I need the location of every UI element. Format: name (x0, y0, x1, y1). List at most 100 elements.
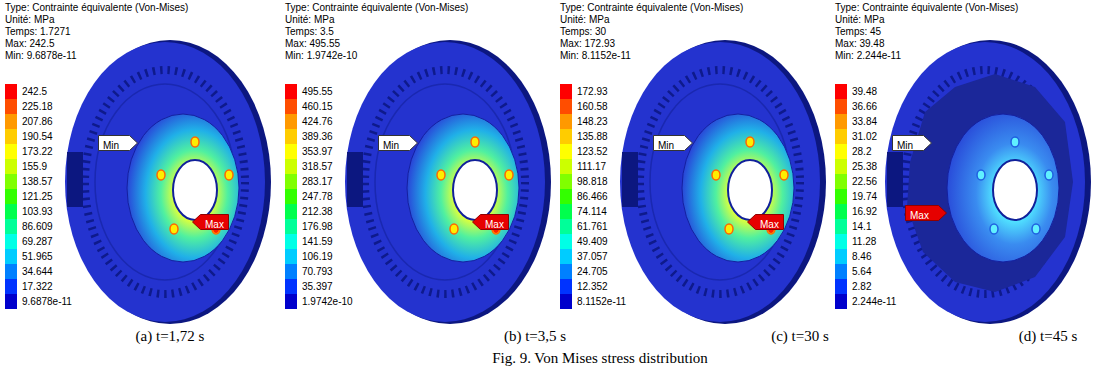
legend-value: 212.38 (302, 204, 333, 219)
legend-row: 35.397 (285, 279, 333, 294)
legend-row: 190.54 (5, 129, 53, 144)
result-header-line: Type: Contrainte équivalente (Von-Mises) (835, 2, 1018, 14)
legend-row: 36.66 (835, 99, 877, 114)
legend-value: 16.92 (852, 204, 877, 219)
legend-value: 69.287 (22, 234, 53, 249)
legend-swatch (835, 84, 847, 99)
legend-row: 148.23 (560, 114, 608, 129)
legend-swatch (560, 174, 572, 189)
legend-swatch (835, 234, 847, 249)
legend-row: 172.93 (560, 84, 608, 99)
legend-swatch (835, 99, 847, 114)
legend-row: 8.46 (835, 249, 871, 264)
legend-row: 33.84 (835, 114, 877, 129)
legend-swatch (285, 279, 297, 294)
legend-row: 24.705 (560, 264, 608, 279)
legend-swatch (560, 294, 572, 309)
marker-label: Max (472, 217, 504, 233)
legend-row: 212.38 (285, 204, 333, 219)
result-header-line: Min: 2.244e-11 (835, 50, 901, 62)
legend-swatch (5, 279, 17, 294)
legend-swatch (560, 204, 572, 219)
legend-swatch (5, 264, 17, 279)
legend-row: 17.322 (5, 279, 53, 294)
legend-swatch (285, 264, 297, 279)
result-header-line: Type: Contrainte équivalente (Von-Mises) (5, 2, 188, 14)
legend-swatch (285, 249, 297, 264)
result-header-line: Min: 9.6878e-11 (5, 50, 77, 62)
legend-swatch (835, 294, 847, 309)
marker-label: Max (192, 217, 224, 233)
legend-value: 86.609 (22, 219, 53, 234)
legend-value: 98.818 (577, 174, 608, 189)
legend-value: 37.057 (577, 249, 608, 264)
legend-value: 12.352 (577, 279, 608, 294)
legend-value: 39.48 (852, 84, 877, 99)
legend-swatch (5, 144, 17, 159)
legend-row: 25.38 (835, 159, 877, 174)
legend-row: 2.244e-11 (835, 294, 896, 309)
legend-value: 34.644 (22, 264, 53, 279)
legend-row: 69.287 (5, 234, 53, 249)
legend-swatch (560, 279, 572, 294)
legend-swatch (5, 294, 17, 309)
legend-value: 2.82 (852, 279, 871, 294)
legend-row: 49.409 (560, 234, 608, 249)
result-header-line: Max: 39.48 (835, 38, 884, 50)
max-marker-flag: Max (472, 214, 509, 230)
min-marker-flag: Min (378, 135, 418, 151)
legend-value: 135.88 (577, 129, 608, 144)
legend-swatch (835, 174, 847, 189)
legend-swatch (835, 129, 847, 144)
legend-row: 460.15 (285, 99, 333, 114)
legend-value: 8.46 (852, 249, 871, 264)
legend-swatch (5, 129, 17, 144)
legend-row: 31.02 (835, 129, 877, 144)
legend-row: 123.52 (560, 144, 608, 159)
legend-value: 353.97 (302, 144, 333, 159)
result-header-line: Max: 242.5 (5, 38, 54, 50)
result-header-line: Type: Contrainte équivalente (Von-Mises) (560, 2, 743, 14)
legend-row: 247.78 (285, 189, 333, 204)
legend-row: 389.36 (285, 129, 333, 144)
legend-value: 19.74 (852, 189, 877, 204)
subfigure-caption: (d) t=45 s (1019, 327, 1077, 345)
legend-swatch (285, 174, 297, 189)
legend-value: 28.2 (852, 144, 871, 159)
legend-row: 207.86 (5, 114, 53, 129)
legend-swatch (560, 159, 572, 174)
legend-swatch (835, 114, 847, 129)
marker-label: Min (653, 138, 674, 154)
legend-swatch (5, 249, 17, 264)
legend-swatch (5, 189, 17, 204)
legend-swatch (560, 144, 572, 159)
legend-value: 138.57 (22, 174, 53, 189)
legend-value: 173.22 (22, 144, 53, 159)
legend-swatch (285, 114, 297, 129)
legend-swatch (5, 114, 17, 129)
legend-row: 14.1 (835, 219, 871, 234)
legend-row: 98.818 (560, 174, 608, 189)
legend-value: 49.409 (577, 234, 608, 249)
legend-value: 14.1 (852, 219, 871, 234)
legend-swatch (285, 129, 297, 144)
legend-value: 424.76 (302, 114, 333, 129)
legend-swatch (5, 99, 17, 114)
legend-swatch (285, 219, 297, 234)
marker-label: Max (905, 208, 929, 224)
legend-row: 138.57 (5, 174, 53, 189)
legend-value: 31.02 (852, 129, 877, 144)
legend-row: 2.82 (835, 279, 871, 294)
result-header-line: Unité: MPa (285, 14, 334, 26)
legend-value: 111.17 (577, 159, 606, 174)
marker-label: Min (378, 138, 399, 154)
legend-swatch (560, 114, 572, 129)
result-header-line: Temps: 1.7271 (5, 26, 71, 38)
legend-swatch (285, 204, 297, 219)
legend-swatch (285, 234, 297, 249)
legend-value: 318.57 (302, 159, 333, 174)
legend-row: 5.64 (835, 264, 871, 279)
legend-swatch (285, 84, 297, 99)
legend-value: 36.66 (852, 99, 877, 114)
legend-value: 160.58 (577, 99, 608, 114)
